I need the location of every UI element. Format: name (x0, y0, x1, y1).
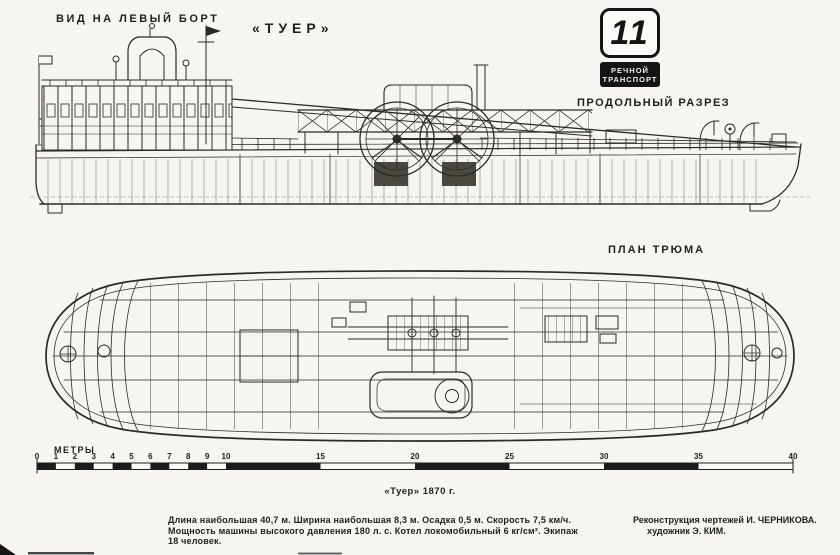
credits-line-1: Реконструкция чертежей И. ЧЕРНИКОВА. (633, 515, 817, 525)
credits: Реконструкция чертежей И. ЧЕРНИКОВА. худ… (633, 515, 817, 536)
scan-smudges (0, 544, 342, 555)
scale-tick-30: 30 (599, 452, 609, 461)
series-title: РЕЧНОЙ ТРАНСПОРТ (600, 62, 660, 87)
scale-tick-40: 40 (788, 452, 798, 461)
scale-tick-0: 0 (34, 452, 40, 461)
hull-side (29, 142, 811, 214)
deck-fittings (231, 120, 797, 151)
superstructure (38, 23, 233, 151)
scale-tick-35: 35 (694, 452, 703, 461)
issue-number: 11 (600, 8, 660, 58)
scale-tick-7: 7 (167, 452, 172, 461)
scale-tick-20: 20 (410, 452, 420, 461)
plan-hull-outline (45, 270, 795, 442)
capstans (59, 344, 783, 363)
scale-tick-2: 2 (72, 452, 78, 461)
scale-tick-10: 10 (221, 452, 231, 461)
specifications: Длина наибольшая 40,7 м. Ширина наибольш… (168, 515, 578, 547)
end-framing (70, 280, 770, 432)
hold-plan-label: ПЛАН ТРЮМА (608, 244, 706, 256)
spec-line-1: Длина наибольшая 40,7 м. Ширина наибольш… (168, 515, 572, 525)
spec-line-2: Мощность машины высокого давления 180 л.… (168, 525, 578, 536)
caption: «Туер» 1870 г. (384, 486, 456, 497)
spec-line-3: 18 человек. (168, 536, 222, 546)
credits-line-2: художник Э. КИМ. (647, 525, 726, 536)
hold-plan-drawing (45, 270, 795, 442)
scale-tick-9: 9 (204, 452, 210, 461)
scale-tick-15: 15 (316, 452, 325, 461)
side-view-label: ВИД НА ЛЕВЫЙ БОРТ (56, 13, 220, 25)
chain-drums (359, 101, 495, 186)
scale-tick-6: 6 (148, 452, 153, 461)
longitudinal-section-label: ПРОДОЛЬНЫЙ РАЗРЕЗ (577, 97, 731, 109)
scale-tick-5: 5 (129, 452, 134, 461)
scale-bar (36, 458, 794, 474)
scale-tick-labels: 0 1 2 3 4 5 6 7 8 9 10 15 20 25 30 35 40 (0, 452, 840, 462)
meters-label: МЕТРЫ (54, 445, 96, 455)
series-line1: РЕЧНОЙ (611, 66, 649, 75)
machinery-plan (239, 295, 619, 419)
issue-badge: 11 РЕЧНОЙ ТРАНСПОРТ (600, 8, 660, 87)
scale-tick-8: 8 (185, 452, 191, 461)
series-line2: ТРАНСПОРТ (602, 75, 658, 84)
scale-tick-3: 3 (91, 452, 96, 461)
scale-tick-25: 25 (505, 452, 514, 461)
scale-tick-4: 4 (110, 452, 115, 461)
scale-tick-1: 1 (53, 452, 59, 461)
side-view-drawing (29, 23, 811, 214)
page-title: «ТУЕР» (252, 20, 334, 36)
